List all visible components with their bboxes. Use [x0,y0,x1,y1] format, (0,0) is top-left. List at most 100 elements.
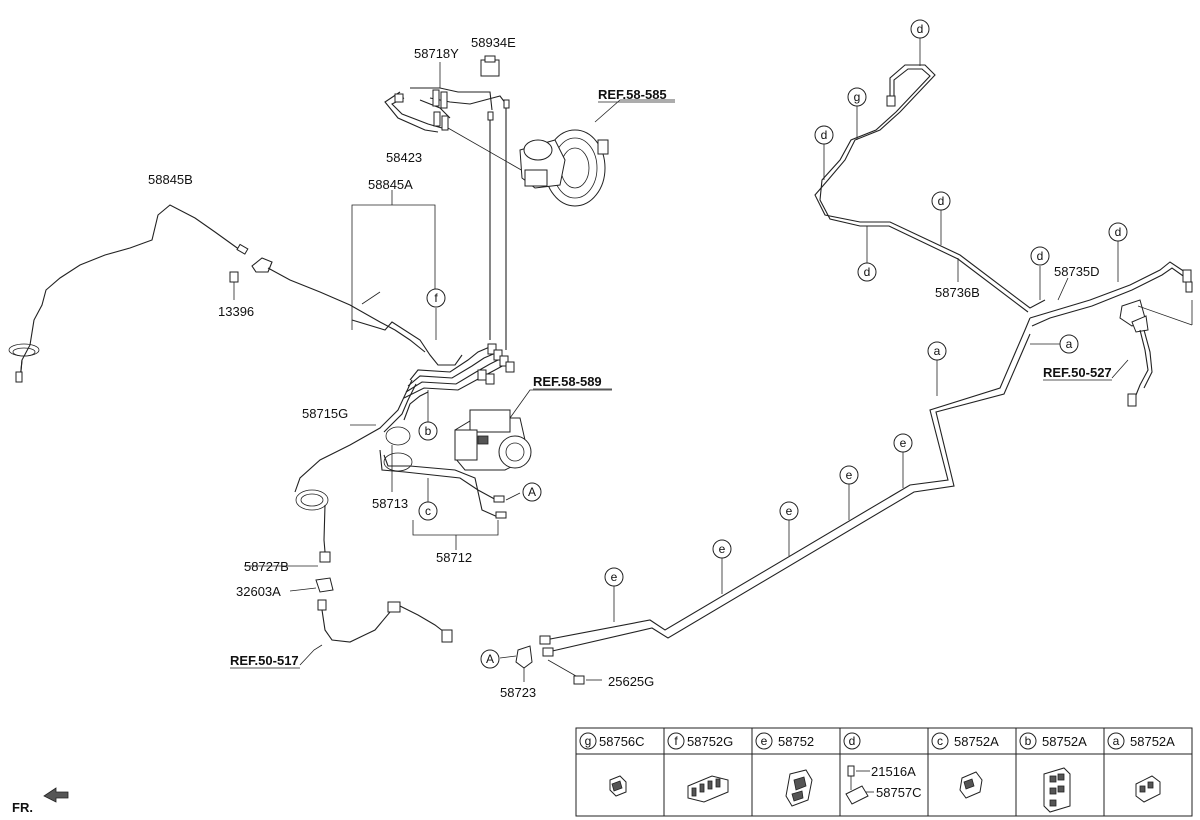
legend-part-e: 58752 [778,734,814,749]
callout-d: d [814,125,834,145]
pipe-58715G [294,379,417,563]
svg-text:a: a [1113,734,1120,748]
svg-text:c: c [425,504,431,518]
svg-text:d: d [1115,225,1122,239]
svg-text:c: c [937,734,943,748]
callout-a: a [1059,334,1079,354]
hose-rear-left [299,577,453,666]
callout-f: f [426,288,446,308]
svg-text:f: f [434,291,438,305]
label-58715G: 58715G [302,406,348,421]
nut-13396 [229,257,426,353]
clip-f-icon [687,775,729,803]
svg-text:b: b [425,424,432,438]
legend-header-b: b 58752A [1019,732,1087,750]
label-58723: 58723 [500,685,536,700]
svg-text:e: e [719,542,726,556]
legend-part-b: 58752A [1042,734,1087,749]
callout-e: e [779,501,799,521]
ref-58-589: REF.58-589 [533,374,602,389]
clip-b-icon [1043,767,1071,813]
callout-circles: d g d d d d d a a e e e e e f b c A A [418,19,1128,669]
callout-a: a [927,341,947,361]
callout-d: d [1030,246,1050,266]
legend-header-c: c 58752A [931,732,999,750]
callout-g: g [847,87,867,107]
callout-e: e [712,539,732,559]
pipe-bundle-front [403,343,515,399]
svg-text:a: a [1066,337,1073,351]
ref-50-527: REF.50-527 [1043,365,1112,380]
legend-header-f: f 58752G [667,732,733,750]
bracket-58723 [499,645,602,685]
pipe-rear-long [539,317,1031,657]
svg-text:e: e [761,734,768,748]
front-marker-label: FR. [12,800,33,815]
arrow-icon [43,787,69,803]
svg-text:b: b [1025,734,1032,748]
svg-text:d: d [821,128,828,142]
clip-legend-table: g 58756C f 58752G e 58752 d c 58752A b 5… [575,727,1193,817]
legend-subpart-21516A: 21516A [871,764,916,779]
callout-A-upper: A [522,482,542,502]
svg-text:d: d [864,265,871,279]
label-58934E: 58934E [471,35,516,50]
hecu-unit [454,389,612,471]
callout-e: e [604,567,624,587]
svg-text:g: g [854,90,861,104]
label-32603A: 32603A [236,584,281,599]
legend-header-g: g 58756C [579,732,645,750]
label-58713: 58713 [372,496,408,511]
pipe-58735D [1029,261,1193,327]
clip-d-icon: 21516A 58757C [845,764,922,805]
pipe-58736B [814,64,1046,313]
ref-50-517: REF.50-517 [230,653,299,668]
svg-text:e: e [846,468,853,482]
callout-d: d [1108,222,1128,242]
callout-b: b [418,421,438,441]
callout-d: d [931,191,951,211]
svg-text:f: f [674,734,678,748]
label-leaders [244,565,318,592]
label-58735D: 58735D [1054,264,1100,279]
svg-text:d: d [938,194,945,208]
callout-d: d [857,262,877,282]
label-58712: 58712 [436,550,472,565]
ref-58-585: REF.58-585 [598,87,667,102]
svg-text:g: g [585,734,592,748]
svg-text:d: d [1037,249,1044,263]
label-58727B: 58727B [244,559,289,574]
callout-e: e [839,465,859,485]
callout-e: e [893,433,913,453]
svg-text:d: d [849,734,856,748]
legend-part-a: 58752A [1130,734,1175,749]
label-25625G: 25625G [608,674,654,689]
svg-text:a: a [934,344,941,358]
brake-booster [519,99,675,207]
svg-text:A: A [528,485,536,499]
svg-text:A: A [486,652,494,666]
clip-a-icon [1135,775,1161,803]
callout-d: d [910,19,930,39]
legend-header-a: a 58752A [1107,732,1175,750]
svg-text:d: d [917,22,924,36]
callout-A-lower: A [480,649,500,669]
pipe-58845A [351,190,463,366]
legend-part-g: 58756C [599,734,645,749]
callout-leaders [361,38,1119,622]
svg-text:e: e [786,504,793,518]
hose-rear-right [1111,299,1193,407]
label-58423: 58423 [386,150,422,165]
svg-text:e: e [900,436,907,450]
legend-subpart-58757C: 58757C [876,785,922,800]
label-13396: 13396 [218,304,254,319]
label-58718Y: 58718Y [414,46,459,61]
svg-text:e: e [611,570,618,584]
clip-c-icon [959,771,983,799]
pipe-58712-58713 [379,391,521,550]
callout-c: c [418,501,438,521]
master-cylinder-lines [384,55,531,350]
legend-part-c: 58752A [954,734,999,749]
label-58845A: 58845A [368,177,413,192]
